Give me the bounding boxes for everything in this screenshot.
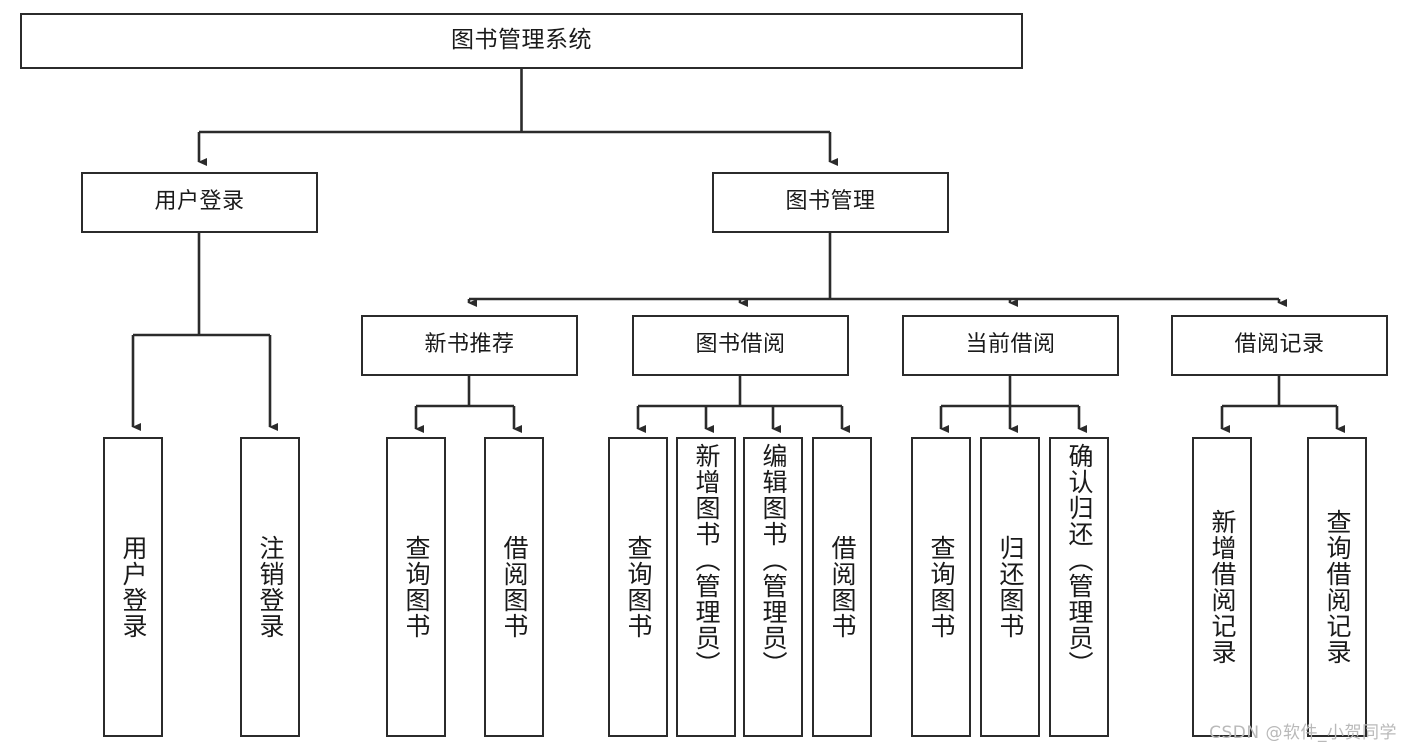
node-current-borrow[interactable]: 当前借阅	[902, 315, 1119, 376]
node-borrow-record[interactable]: 借阅记录	[1171, 315, 1388, 376]
node-label: 图书借阅	[695, 332, 786, 358]
node-leaf-query-book-current[interactable]: 查询图书	[911, 437, 971, 737]
node-user-login[interactable]: 用户登录	[81, 172, 318, 233]
node-label: 确认归还（管理员）	[1065, 443, 1094, 677]
node-label: 借阅图书	[828, 535, 857, 639]
node-label: 借阅图书	[500, 535, 529, 639]
node-leaf-query-borrow-record[interactable]: 查询借阅记录	[1307, 437, 1367, 737]
node-leaf-add-book-admin[interactable]: 新增图书（管理员）	[676, 437, 736, 737]
node-leaf-edit-book-admin[interactable]: 编辑图书（管理员）	[743, 437, 803, 737]
node-leaf-borrow-book[interactable]: 借阅图书	[812, 437, 872, 737]
node-leaf-return-book[interactable]: 归还图书	[980, 437, 1040, 737]
node-label: 当前借阅	[965, 332, 1056, 358]
node-leaf-borrow-book-recommend[interactable]: 借阅图书	[484, 437, 544, 737]
node-label: 新书推荐	[424, 332, 515, 358]
node-label: 用户登录	[119, 535, 148, 639]
node-leaf-user-login[interactable]: 用户登录	[103, 437, 163, 737]
node-book-management[interactable]: 图书管理	[712, 172, 949, 233]
node-label: 查询图书	[402, 535, 431, 639]
node-new-book-recommend[interactable]: 新书推荐	[361, 315, 578, 376]
node-label: 查询借阅记录	[1323, 509, 1352, 665]
node-leaf-query-book-borrow[interactable]: 查询图书	[608, 437, 668, 737]
node-leaf-add-borrow-record[interactable]: 新增借阅记录	[1192, 437, 1252, 737]
node-leaf-query-book-recommend[interactable]: 查询图书	[386, 437, 446, 737]
node-label: 新增借阅记录	[1208, 509, 1237, 665]
node-label: 查询图书	[927, 535, 956, 639]
node-label: 新增图书（管理员）	[692, 443, 721, 677]
node-label: 编辑图书（管理员）	[759, 443, 788, 677]
node-leaf-confirm-return-admin[interactable]: 确认归还（管理员）	[1049, 437, 1109, 737]
node-book-borrow[interactable]: 图书借阅	[632, 315, 849, 376]
node-label: 借阅记录	[1234, 332, 1325, 358]
node-label: 注销登录	[256, 535, 285, 639]
node-leaf-logout[interactable]: 注销登录	[240, 437, 300, 737]
node-label: 图书管理	[785, 189, 876, 215]
node-label: 归还图书	[996, 535, 1025, 639]
node-root-book-management-system[interactable]: 图书管理系统	[20, 13, 1023, 69]
watermark-text: CSDN @软件_小贺同学	[1209, 723, 1397, 743]
node-label: 查询图书	[624, 535, 653, 639]
node-label: 用户登录	[154, 189, 245, 215]
node-label: 图书管理系统	[451, 27, 592, 54]
